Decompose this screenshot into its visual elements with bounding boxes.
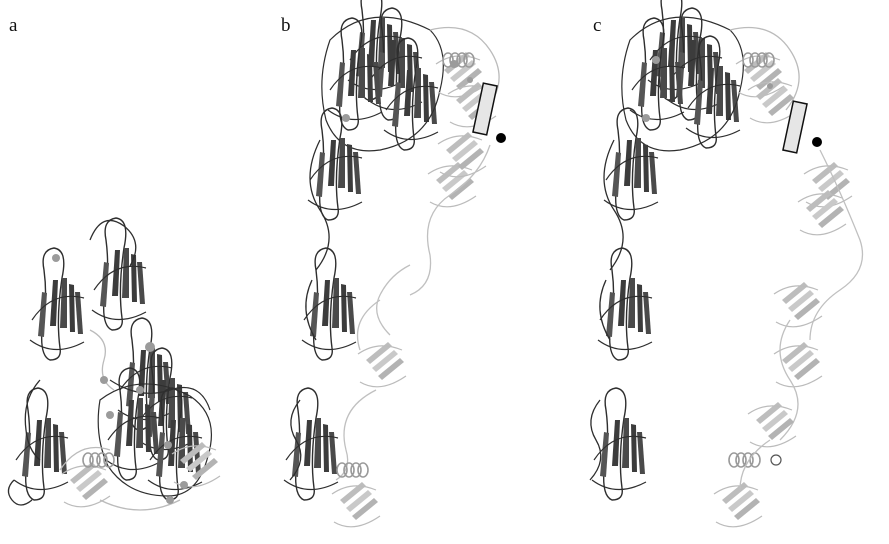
panel-b-structure — [284, 0, 506, 527]
panel-a-structure — [8, 218, 220, 510]
panel-c-structure — [590, 0, 863, 527]
